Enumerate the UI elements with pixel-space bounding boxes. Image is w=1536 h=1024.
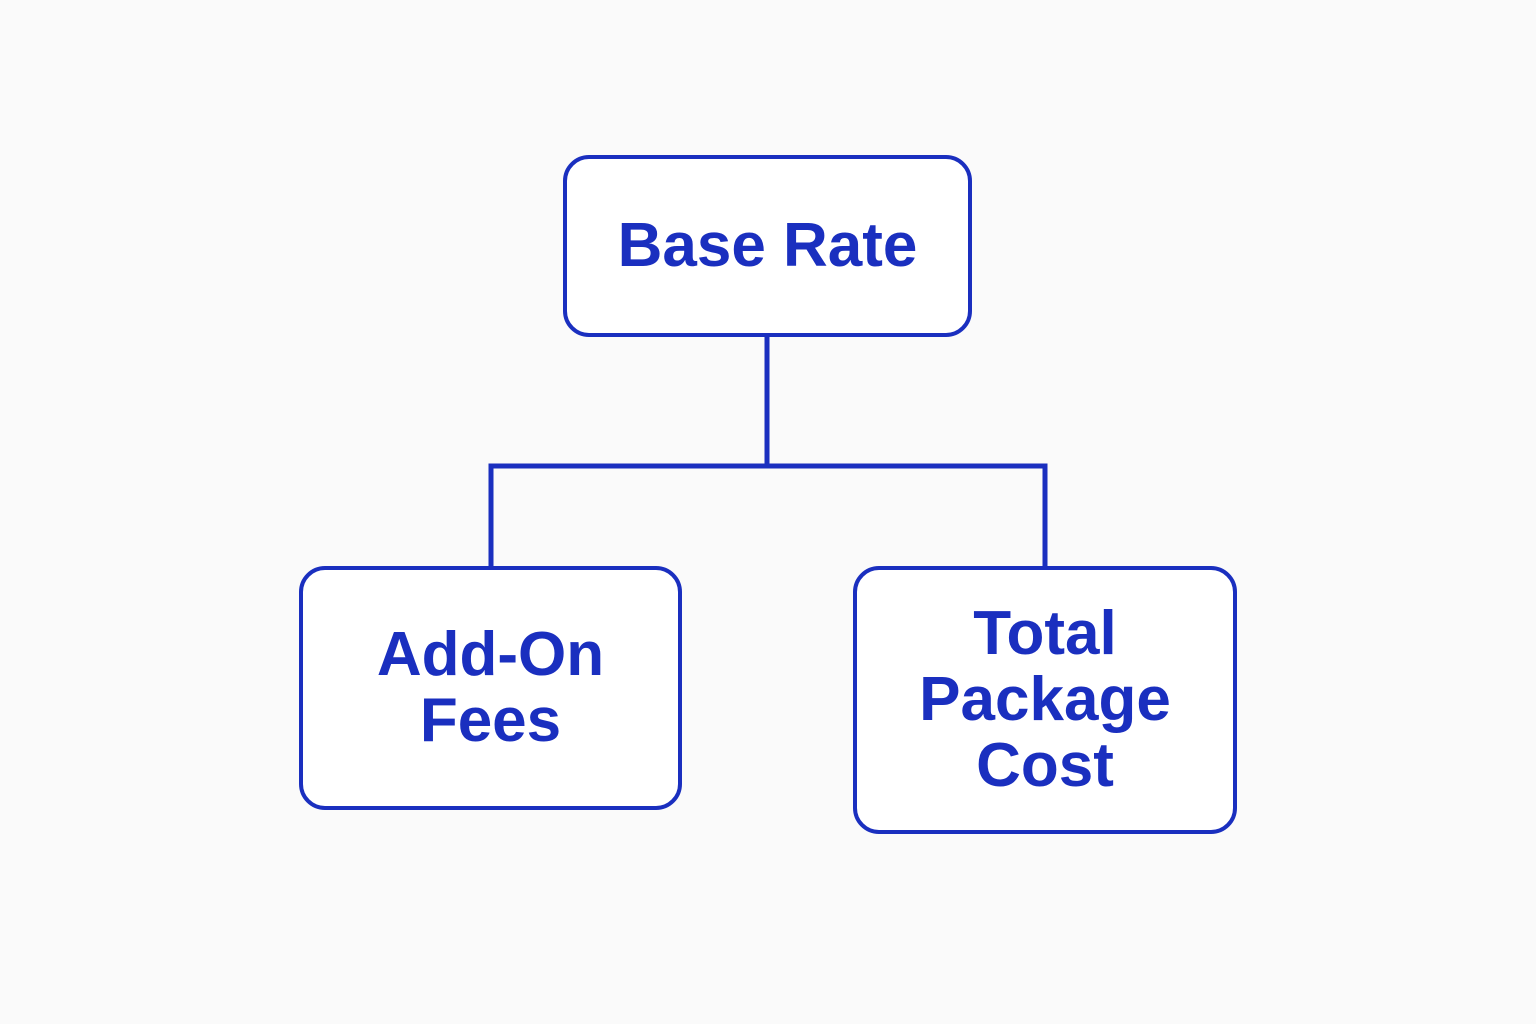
node-add-on-fees: Add-On Fees (299, 566, 682, 810)
node-label-base-rate: Base Rate (617, 211, 918, 280)
node-label-add-on-fees: Add-On Fees (376, 620, 605, 755)
node-base-rate: Base Rate (563, 155, 972, 337)
node-total-package-cost: Total Package Cost (853, 566, 1237, 834)
node-label-total-package-cost: Total Package Cost (919, 599, 1171, 800)
